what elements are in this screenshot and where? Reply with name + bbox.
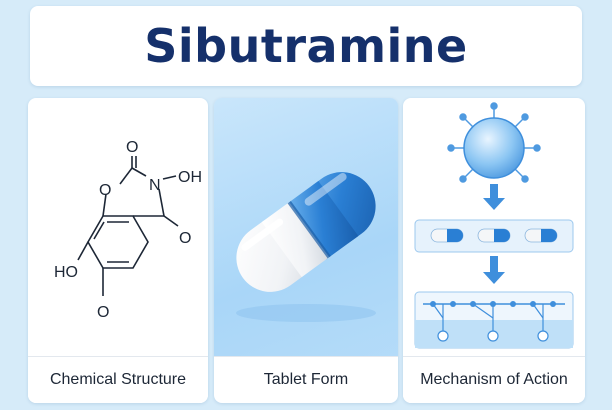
tablet-form-caption: Tablet Form (214, 356, 398, 403)
mechanism-caption: Mechanism of Action (403, 356, 585, 403)
atom-oh: OH (178, 169, 202, 186)
capsule-row-icon (414, 219, 574, 253)
arrow-down-icon (483, 256, 505, 284)
chemical-structure-panel: O O N OH O HO O Chemical Structure (28, 98, 208, 403)
atom-n: N (149, 177, 161, 194)
chemical-structure-caption: Chemical Structure (28, 356, 208, 403)
arrow-down-icon (483, 184, 505, 210)
tablet-form-panel: Tablet Form (214, 98, 398, 403)
atom-o-top: O (126, 139, 138, 156)
capsule-icon (236, 172, 376, 322)
atom-o-right: O (179, 230, 191, 247)
atom-ho: HO (54, 264, 78, 281)
page-title: Sibutramine (144, 19, 468, 73)
title-card: Sibutramine (30, 6, 582, 86)
membrane-network-icon (414, 291, 574, 349)
cell-receptor-icon (447, 102, 541, 183)
chemical-structure-icon: O O N OH O HO O (54, 139, 202, 321)
atom-o-bottom: O (97, 304, 109, 321)
atom-o-ring: O (99, 182, 111, 199)
mechanism-panel: Mechanism of Action (403, 98, 585, 403)
